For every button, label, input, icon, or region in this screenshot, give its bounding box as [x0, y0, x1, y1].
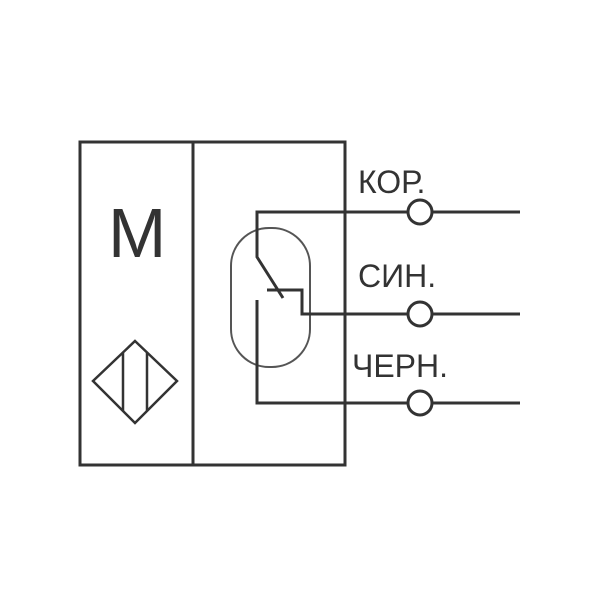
- inductive-sensor-icon: [91, 339, 179, 425]
- terminal-leads: [432, 210, 520, 405]
- terminal-circle-icon: [406, 198, 434, 417]
- terminal-label-kor: КОР.: [358, 164, 425, 200]
- reed-switch-capsule: [230, 227, 311, 368]
- sensor-letter: M: [108, 194, 166, 272]
- terminal-label-sin: СИН.: [358, 258, 436, 294]
- sensor-body: [78, 140, 347, 467]
- switch-contact-icon: [255, 210, 420, 405]
- terminal-label-chern: ЧЕРН.: [352, 348, 448, 384]
